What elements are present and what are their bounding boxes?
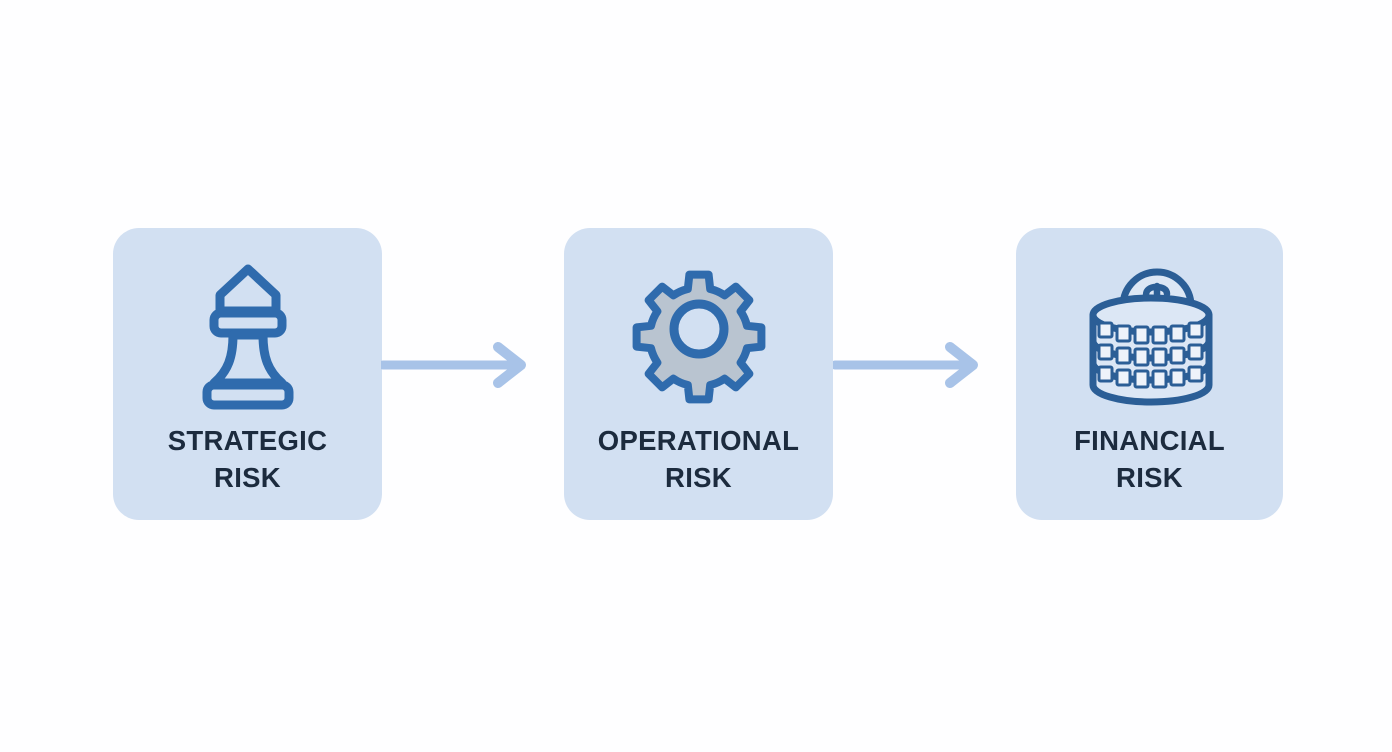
coin-stack-icon <box>1070 254 1230 419</box>
flow-step-operational-risk[interactable]: OPERATIONAL RISK <box>564 228 833 520</box>
flow-step-strategic-risk[interactable]: STRATEGIC RISK <box>113 228 382 520</box>
flow-step-label-line2: RISK <box>665 461 732 493</box>
flow-step-label-line1: STRATEGIC <box>167 425 328 456</box>
arrow-right-icon <box>378 339 533 391</box>
flow-step-label: OPERATIONAL RISK <box>564 423 833 496</box>
flow-step-label-line2: RISK <box>1116 461 1183 493</box>
flow-step-financial-risk[interactable]: FINANCIAL RISK <box>1016 228 1283 520</box>
flow-step-label-line2: RISK <box>214 461 281 493</box>
flow-step-label: FINANCIAL RISK <box>1016 423 1283 496</box>
chess-bishop-icon <box>168 254 328 419</box>
flow-step-label-line1: FINANCIAL <box>1074 425 1225 456</box>
flow-step-label: STRATEGIC RISK <box>113 423 382 496</box>
gear-icon <box>619 254 779 419</box>
arrow-right-icon <box>830 339 985 391</box>
flow-step-label-line1: OPERATIONAL <box>597 425 800 456</box>
